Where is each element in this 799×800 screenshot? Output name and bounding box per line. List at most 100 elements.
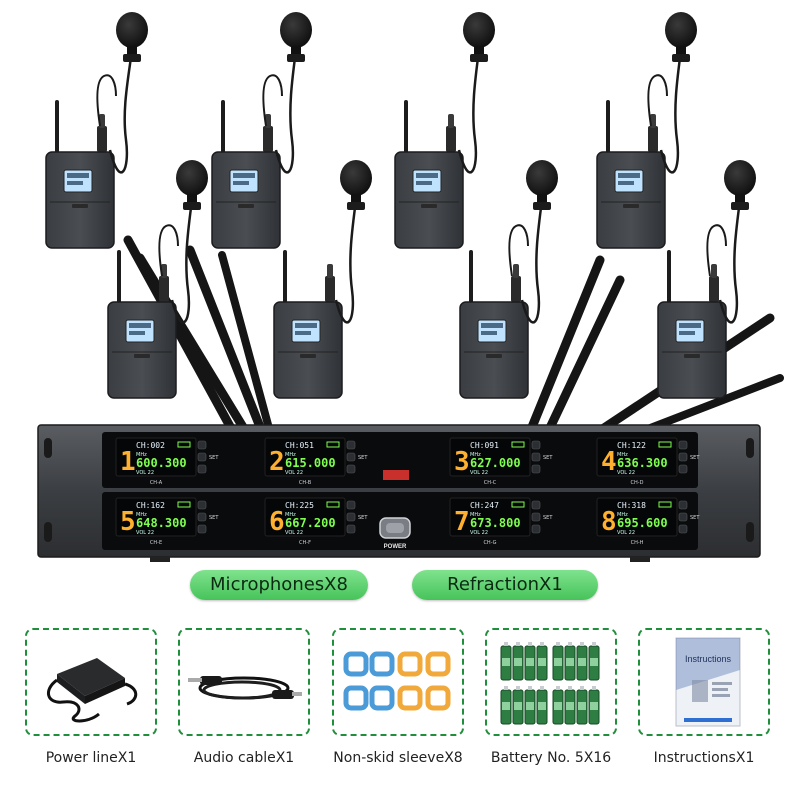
channel-number: 7 xyxy=(454,507,470,537)
bodypack-transmitter-back-3 xyxy=(394,12,495,249)
caption-audio-cable: Audio cableX1 xyxy=(193,750,295,766)
caption-power-line: Power lineX1 xyxy=(45,750,137,766)
bodypack-transmitter-front-4 xyxy=(657,160,756,399)
vol-readout: VOL 22 xyxy=(136,470,154,476)
channel-tag: CH-D xyxy=(631,480,644,486)
power-adapter-icon xyxy=(47,658,138,723)
receiver-unit xyxy=(37,424,761,562)
channel-3-down-button[interactable] xyxy=(531,464,541,474)
power-label: POWER xyxy=(384,544,407,550)
channel-tag: CH-C xyxy=(484,480,497,486)
set-label: SET xyxy=(358,455,368,461)
channel-code: CH:091 xyxy=(470,441,499,450)
caption-non-skid-sleeve: Non-skid sleeveX8 xyxy=(333,750,463,766)
channel-frequency: 673.800 xyxy=(470,516,521,530)
channel-4-up-button[interactable] xyxy=(678,440,688,450)
bodypack-transmitter-back-4 xyxy=(596,12,697,249)
channel-number: 8 xyxy=(601,507,617,537)
mhz-label: MHz xyxy=(285,512,296,518)
vol-readout: VOL 22 xyxy=(470,470,488,476)
bodypack-transmitter-back-2 xyxy=(211,12,312,249)
mhz-label: MHz xyxy=(617,512,628,518)
accessory-box-power-line xyxy=(25,628,157,736)
channel-3-set-button[interactable]: SET xyxy=(531,452,553,462)
vol-readout: VOL 22 xyxy=(470,530,488,536)
set-label: SET xyxy=(358,515,368,521)
audio-cable-icon xyxy=(188,676,302,700)
channel-1-down-button[interactable] xyxy=(197,464,207,474)
channel-6-set-button[interactable]: SET xyxy=(346,512,368,522)
channel-code: CH:225 xyxy=(285,501,314,510)
channel-number: 3 xyxy=(454,447,470,477)
channel-2-up-button[interactable] xyxy=(346,440,356,450)
manual-title: Instructions xyxy=(685,654,732,664)
vol-readout: VOL 22 xyxy=(617,530,635,536)
channel-tag: CH-G xyxy=(483,540,496,546)
channel-7-up-button[interactable] xyxy=(531,500,541,510)
bodypack-transmitter-front-2 xyxy=(273,160,372,399)
channel-tag: CH-E xyxy=(150,540,162,546)
vol-readout: VOL 22 xyxy=(285,530,303,536)
battery-set-4 xyxy=(552,686,600,725)
mhz-label: MHz xyxy=(136,452,147,458)
channel-3-up-button[interactable] xyxy=(531,440,541,450)
vol-readout: VOL 22 xyxy=(617,470,635,476)
channel-code: CH:162 xyxy=(136,501,165,510)
accessory-box-battery xyxy=(485,628,617,736)
bodypack-transmitter-front-3 xyxy=(459,160,558,399)
microphones-count-pill: MicrophonesX8 xyxy=(190,570,368,600)
channel-5-set-button[interactable]: SET xyxy=(197,512,219,522)
channel-8-set-button[interactable]: SET xyxy=(678,512,700,522)
channel-8-down-button[interactable] xyxy=(678,524,688,534)
mhz-label: MHz xyxy=(285,452,296,458)
set-label: SET xyxy=(690,515,700,521)
channel-tag: CH-A xyxy=(150,480,163,486)
channel-5-down-button[interactable] xyxy=(197,524,207,534)
channel-tag: CH-F xyxy=(299,540,311,546)
vol-readout: VOL 22 xyxy=(136,530,154,536)
channel-number: 4 xyxy=(601,447,617,477)
channel-frequency: 627.000 xyxy=(470,456,521,470)
channel-8-up-button[interactable] xyxy=(678,500,688,510)
channel-frequency: 667.200 xyxy=(285,516,336,530)
channel-1-set-button[interactable]: SET xyxy=(197,452,219,462)
channel-tag: CH-H xyxy=(631,540,644,546)
power-button[interactable] xyxy=(379,517,411,539)
set-label: SET xyxy=(209,455,219,461)
channel-4-set-button[interactable]: SET xyxy=(678,452,700,462)
channel-frequency: 600.300 xyxy=(136,456,187,470)
channel-5-up-button[interactable] xyxy=(197,500,207,510)
channel-code: CH:247 xyxy=(470,501,499,510)
channel-number: 1 xyxy=(120,447,136,477)
set-label: SET xyxy=(209,515,219,521)
channel-6-up-button[interactable] xyxy=(346,500,356,510)
silicone-sleeve-icon xyxy=(343,651,451,711)
channel-1-up-button[interactable] xyxy=(197,440,207,450)
channel-2-down-button[interactable] xyxy=(346,464,356,474)
channel-6-down-button[interactable] xyxy=(346,524,356,534)
channel-2-set-button[interactable]: SET xyxy=(346,452,368,462)
accessory-box-instructions: Instructions xyxy=(638,628,770,736)
battery-pack-icon xyxy=(500,642,600,725)
channel-4-down-button[interactable] xyxy=(678,464,688,474)
channel-number: 5 xyxy=(120,507,136,537)
channel-code: CH:122 xyxy=(617,441,646,450)
channel-7-down-button[interactable] xyxy=(531,524,541,534)
channel-frequency: 648.300 xyxy=(136,516,187,530)
channel-number: 6 xyxy=(269,507,285,537)
caption-battery: Battery No. 5X16 xyxy=(490,750,612,766)
battery-set-1 xyxy=(500,642,548,681)
mhz-label: MHz xyxy=(617,452,628,458)
channel-frequency: 636.300 xyxy=(617,456,668,470)
channel-7-set-button[interactable]: SET xyxy=(531,512,553,522)
channel-code: CH:318 xyxy=(617,501,646,510)
set-label: SET xyxy=(690,455,700,461)
